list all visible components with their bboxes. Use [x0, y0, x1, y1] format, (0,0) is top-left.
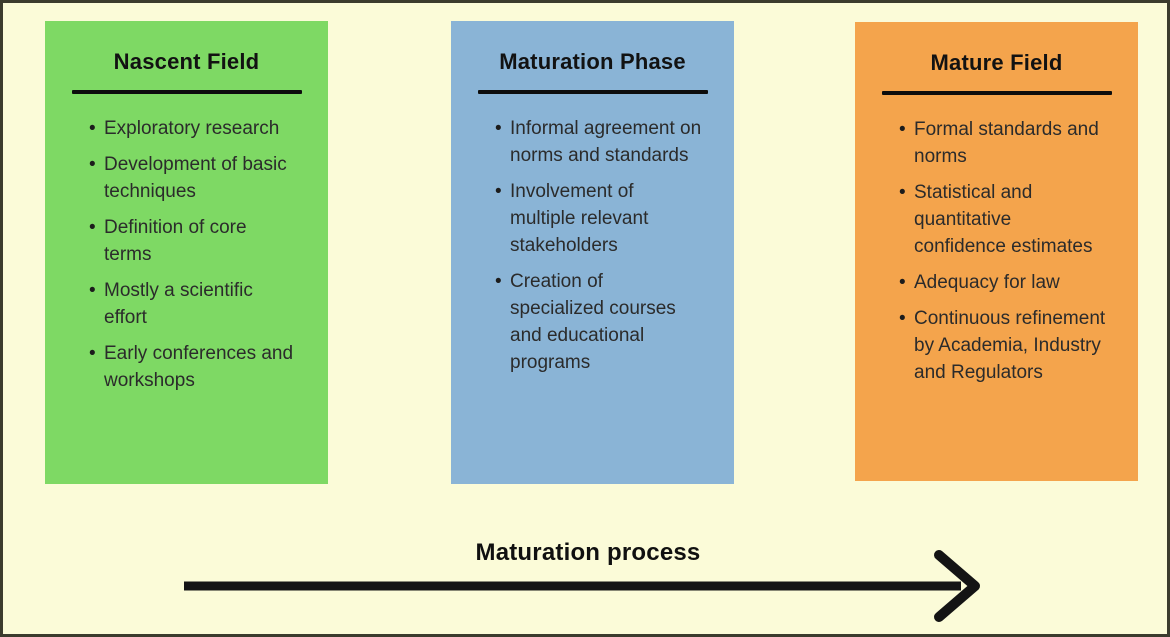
bullet-item: Adequacy for law: [899, 269, 1106, 296]
bullet-item: Statistical and quantitative confidence …: [899, 179, 1106, 260]
bullet-item: Development of basic techniques: [89, 151, 296, 205]
title-underline: [71, 90, 302, 94]
stage-bullet-list: Informal agreement on norms and standard…: [451, 115, 734, 376]
bullet-item: Informal agreement on norms and standard…: [495, 115, 702, 169]
bullet-item: Continuous refinement by Academia, Indus…: [899, 305, 1106, 386]
stage-bullet-list: Exploratory researchDevelopment of basic…: [45, 115, 328, 394]
bullet-item: Definition of core terms: [89, 214, 296, 268]
bullet-item: Exploratory research: [89, 115, 296, 142]
bullet-item: Mostly a scientific effort: [89, 277, 296, 331]
stage-card-maturation-phase: Maturation Phase Informal agreement on n…: [451, 21, 734, 484]
stage-card-mature-field: Mature Field Formal standards and normsS…: [855, 22, 1138, 481]
title-underline: [477, 90, 708, 94]
stage-title: Maturation Phase: [499, 49, 686, 74]
stage-card-nascent-field: Nascent Field Exploratory researchDevelo…: [45, 21, 328, 484]
stage-title: Nascent Field: [113, 49, 260, 74]
bullet-item: Early conferences and workshops: [89, 340, 296, 394]
bullet-item: Involvement of multiple relevant stakeho…: [495, 178, 702, 259]
stage-bullet-list: Formal standards and normsStatistical an…: [855, 116, 1138, 386]
process-arrow-label: Maturation process: [475, 539, 701, 566]
bullet-item: Creation of specialized courses and educ…: [495, 268, 702, 376]
stage-title: Mature Field: [930, 50, 1063, 75]
title-underline: [881, 91, 1112, 95]
bullet-item: Formal standards and norms: [899, 116, 1106, 170]
